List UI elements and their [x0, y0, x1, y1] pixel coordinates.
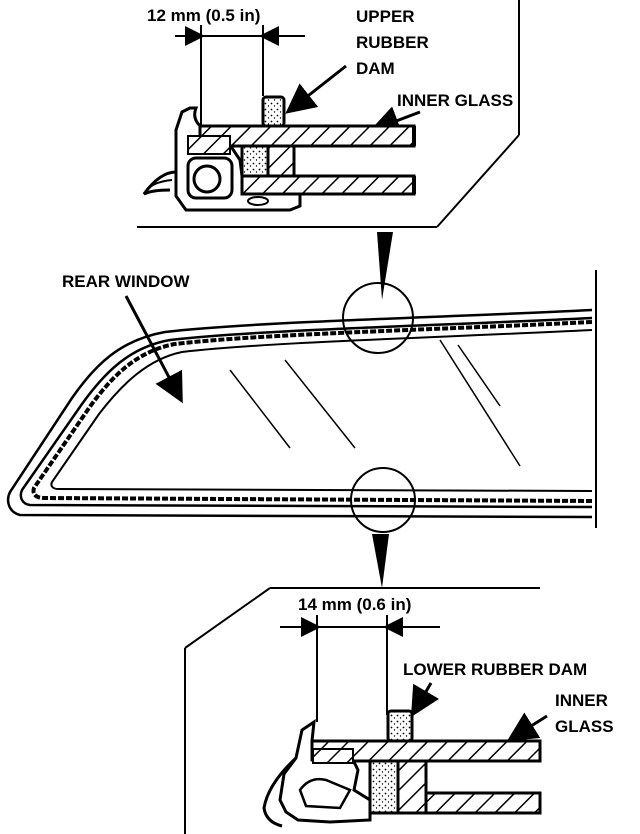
lower-inner-glass-label-2: GLASS [555, 717, 614, 736]
window-reflections [229, 339, 521, 467]
lower-callout-pointer [372, 534, 389, 588]
upper-rubber-dam-label-1: UPPER [356, 7, 415, 26]
lower-spacer [396, 759, 428, 815]
upper-rubber-dam-leader [285, 64, 347, 114]
upper-inner-glass-label: INNER GLASS [397, 91, 513, 110]
upper-detail-callout-circle [342, 282, 414, 354]
lower-rubber-dam-leader [410, 682, 440, 718]
rear-window-label: REAR WINDOW [62, 272, 190, 291]
lower-molding-hatch [312, 748, 354, 764]
upper-spacer [266, 144, 296, 178]
lower-rubber-dam-label: LOWER RUBBER DAM [403, 660, 587, 679]
upper-detail: 12 mm (0.5 in) UPPER RUBBER DAM INNER GL… [137, 0, 520, 228]
upper-adhesive [240, 144, 270, 178]
upper-inner-glass [198, 124, 416, 148]
lower-inner-glass-label-1: INNER [555, 691, 608, 710]
upper-rubber-dam-label-2: RUBBER [356, 33, 429, 52]
window-sealant-band [31, 320, 593, 503]
lower-detail-callout-circle [350, 467, 416, 533]
lower-rubber-dam [386, 709, 414, 743]
lower-inner-glass-leader [506, 712, 548, 742]
lower-dimension-label: 14 mm (0.6 in) [298, 595, 411, 614]
lower-detail: 14 mm (0.6 in) LOWER RUBBER DAM INNER GL… [184, 587, 614, 834]
upper-outer-glass [240, 174, 416, 196]
upper-rubber-dam-label-3: DAM [356, 59, 395, 78]
window-outer-molding [6, 308, 593, 519]
lower-detail-frame [184, 587, 540, 834]
upper-rubber-dam [261, 95, 286, 128]
lower-molding-lip [262, 756, 298, 828]
upper-molding-hatch [187, 135, 231, 155]
rear-window-leader [124, 295, 183, 404]
upper-dimension-line [175, 25, 305, 125]
lower-dimension-line [280, 615, 440, 722]
upper-dimension-label: 12 mm (0.5 in) [147, 6, 260, 25]
lower-adhesive [368, 759, 400, 815]
upper-callout-pointer [377, 232, 393, 300]
rear-window: REAR WINDOW [6, 270, 597, 533]
window-glass-edge [50, 329, 593, 492]
upper-detail-frame [137, 0, 520, 228]
upper-molding-clip [192, 164, 222, 194]
